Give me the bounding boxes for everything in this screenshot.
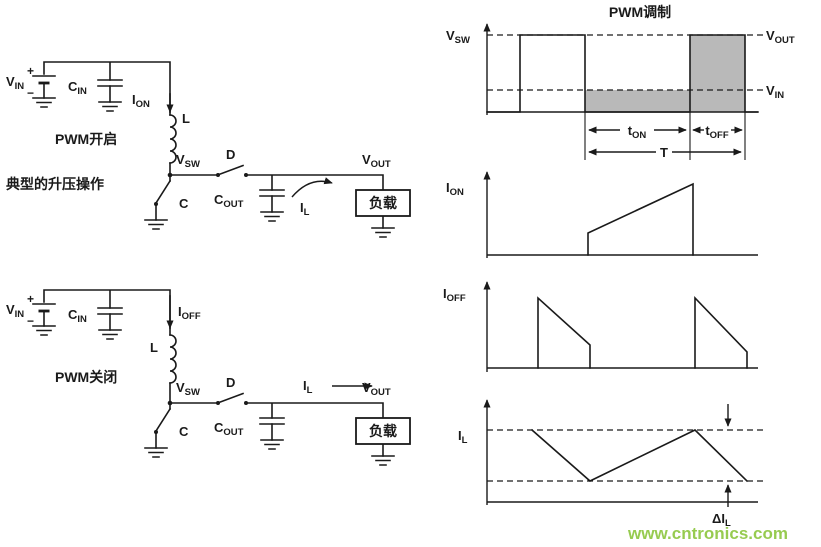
load-label: 负载 xyxy=(369,195,397,211)
vsw-label: VSW xyxy=(176,380,200,398)
ion-axis-label: ION xyxy=(446,180,464,198)
ground-symbol xyxy=(260,211,284,222)
wires xyxy=(43,61,384,229)
diode-label: D xyxy=(226,147,235,162)
switch-contact-dot xyxy=(154,202,158,206)
capacitor-symbol-cout xyxy=(259,189,285,197)
capacitor-symbol-cout xyxy=(259,417,285,425)
watermark: www.cntronics.com xyxy=(627,524,788,543)
il-plot: IL ΔIL xyxy=(458,399,765,529)
pwm-off-caption: PWM关闭 xyxy=(55,369,117,385)
il-axis-label: IL xyxy=(458,428,468,446)
plus-sign: + xyxy=(27,64,34,78)
diode-contact-dot xyxy=(244,401,248,405)
diode-switch-blade xyxy=(217,392,245,404)
ground-symbol xyxy=(98,101,122,112)
minus-sign: − xyxy=(27,86,34,100)
battery-symbol xyxy=(31,74,57,85)
period-label: T xyxy=(660,145,668,160)
load-box xyxy=(355,417,411,445)
ton-label: tON xyxy=(628,123,647,141)
shade-toff xyxy=(690,35,745,112)
switch-label: C xyxy=(179,196,189,211)
cout-label: COUT xyxy=(214,192,244,210)
vsw-waveform xyxy=(486,34,759,113)
ion-waveform xyxy=(587,182,694,256)
switch-label: C xyxy=(179,424,189,439)
capacitor-symbol-cin xyxy=(97,307,123,315)
plus-sign: + xyxy=(27,292,34,306)
delta-il-label: ΔIL xyxy=(712,511,731,529)
vout-label: VOUT xyxy=(362,152,391,170)
capacitor-symbol-cin xyxy=(97,79,123,87)
diode-contact-dot xyxy=(244,173,248,177)
battery-symbol xyxy=(31,302,57,313)
toff-label: tOFF xyxy=(705,123,729,141)
diode-label: D xyxy=(226,375,235,390)
ground-symbol xyxy=(144,219,168,230)
node-dot-vsw xyxy=(167,400,173,406)
il-label: IL xyxy=(303,378,313,396)
ioff-axis-label: IOFF xyxy=(443,286,466,304)
vout-label: VOUT xyxy=(362,380,391,398)
cin-label: CIN xyxy=(68,307,87,325)
vout-ref-label: VOUT xyxy=(766,28,795,46)
ground-symbol xyxy=(371,227,395,238)
ioff-plot: IOFF xyxy=(443,281,758,372)
inductor-symbol xyxy=(169,114,177,164)
vin-label: VIN xyxy=(6,74,24,92)
shade-ton xyxy=(585,90,690,112)
ioff-label: IOFF xyxy=(178,304,201,322)
switch-blade xyxy=(154,179,172,205)
ioff-waveform xyxy=(537,296,748,369)
inductor-label: L xyxy=(182,111,190,126)
ion-plot: ION xyxy=(446,171,758,258)
pwm-plot: PWM调制 VSW VOUT VIN tON tOFF T xyxy=(446,4,795,160)
inductor-label: L xyxy=(150,340,158,355)
ground-symbol xyxy=(32,325,56,336)
ground-symbol xyxy=(260,439,284,450)
load-label: 负载 xyxy=(369,423,397,439)
minus-sign: − xyxy=(27,314,34,328)
cin-label: CIN xyxy=(68,79,87,97)
switch-blade xyxy=(154,407,172,433)
ground-symbol xyxy=(371,455,395,466)
ground-symbol xyxy=(144,447,168,458)
diode-switch-blade xyxy=(217,164,245,176)
switch-contact-dot xyxy=(154,430,158,434)
cout-label: COUT xyxy=(214,420,244,438)
current-arrow-il xyxy=(291,177,333,198)
pwm-on-caption: PWM开启 xyxy=(55,131,117,147)
il-label: IL xyxy=(300,200,310,218)
vsw-label: VSW xyxy=(176,152,200,170)
ion-label: ION xyxy=(132,92,150,110)
ground-symbol xyxy=(32,97,56,108)
vin-label: VIN xyxy=(6,302,24,320)
boost-caption: 典型的升压操作 xyxy=(6,176,104,192)
il-waveform xyxy=(530,428,749,483)
inductor-symbol xyxy=(169,334,177,384)
ground-symbol xyxy=(98,329,122,340)
circuit-pwm-on: VIN + − CIN ION L VSW D C COUT IL VOUT P… xyxy=(6,61,411,238)
circuit-pwm-off: VIN + − CIN IOFF L VSW D C COUT IL VOUT … xyxy=(6,289,411,466)
vin-ref-label: VIN xyxy=(766,83,784,101)
pwm-plot-title: PWM调制 xyxy=(609,4,671,20)
vsw-axis-label: VSW xyxy=(446,28,470,46)
node-dot-vsw xyxy=(167,172,173,178)
load-box xyxy=(355,189,411,217)
